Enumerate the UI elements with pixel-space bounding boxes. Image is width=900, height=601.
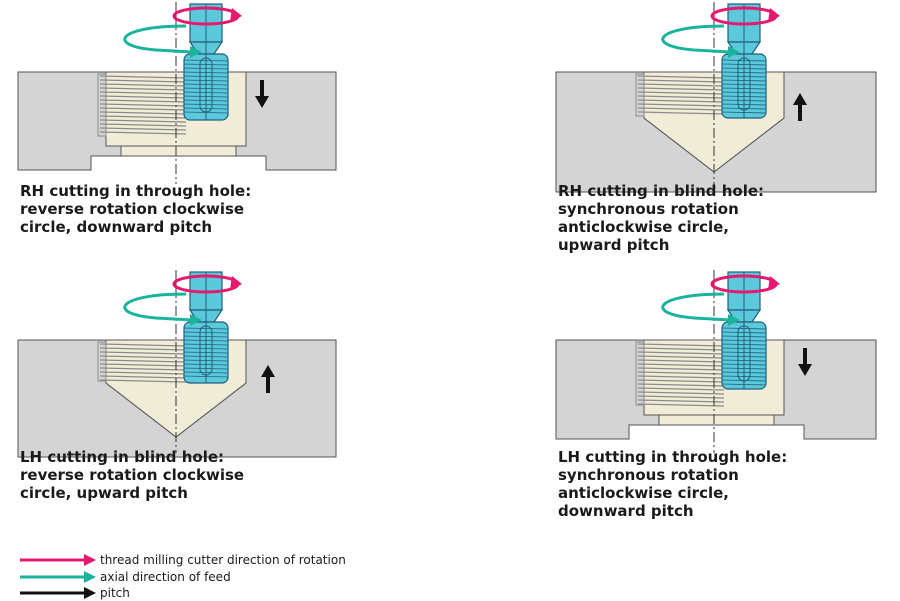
legend-rotation-arrow-icon (20, 554, 96, 566)
pitch-arrow-down-icon (255, 80, 269, 108)
scene-lh-blind-hole (17, 270, 337, 458)
pitch-arrow-up-icon (793, 93, 807, 121)
scene-rh-through-hole (17, 2, 337, 184)
legend-pitch-arrow-icon (20, 587, 96, 599)
legend-feed-label: axial direction of feed (100, 570, 231, 584)
caption-line: circle, downward pitch (20, 218, 213, 236)
caption-line: LH cutting in through hole: (558, 448, 788, 466)
legend-feed: axial direction of feed (18, 569, 478, 585)
caption-line: RH cutting in blind hole: (558, 182, 765, 200)
scene-lh-through-hole (555, 270, 877, 453)
caption-lh-blind-hole: LH cutting in blind hole: reverse rotati… (20, 448, 244, 502)
rotation-arrow-icon (710, 6, 780, 26)
legend-feed-arrow-icon (20, 571, 96, 583)
legend-rotation: thread milling cutter direction of rotat… (18, 552, 478, 568)
caption-line: downward pitch (558, 502, 694, 520)
feed-arrow-icon (123, 24, 202, 58)
legend-pitch: pitch (18, 585, 478, 601)
caption-line: circle, upward pitch (20, 484, 188, 502)
caption-lh-through-hole: LH cutting in through hole: synchronous … (558, 448, 787, 520)
rotation-arrow-icon (710, 274, 780, 294)
caption-line: LH cutting in blind hole: (20, 448, 225, 466)
caption-line: reverse rotation clockwise (20, 200, 245, 218)
caption-line: anticlockwise circle, (558, 218, 729, 236)
caption-line: anticlockwise circle, (558, 484, 729, 502)
caption-rh-through-hole: RH cutting in through hole: reverse rota… (20, 182, 251, 236)
caption-rh-blind-hole: RH cutting in blind hole: synchronous ro… (558, 182, 764, 254)
caption-line: synchronous rotation (558, 200, 739, 218)
feed-arrow-icon (123, 292, 202, 326)
caption-line: synchronous rotation (558, 466, 739, 484)
caption-line: reverse rotation clockwise (20, 466, 245, 484)
caption-line: RH cutting in through hole: (20, 182, 252, 200)
feed-arrow-icon (661, 292, 740, 326)
workpiece-right (773, 339, 877, 440)
scene-rh-blind-hole (555, 2, 877, 193)
feed-arrow-icon (661, 24, 740, 58)
rotation-arrow-icon (172, 274, 242, 294)
pitch-arrow-up-icon (261, 365, 275, 393)
legend-pitch-label: pitch (100, 586, 130, 600)
workpiece-right (235, 71, 337, 171)
rotation-arrow-icon (172, 6, 242, 26)
caption-line: upward pitch (558, 236, 670, 254)
pitch-arrow-down-icon (798, 348, 812, 376)
legend-rotation-label: thread milling cutter direction of rotat… (100, 553, 346, 567)
